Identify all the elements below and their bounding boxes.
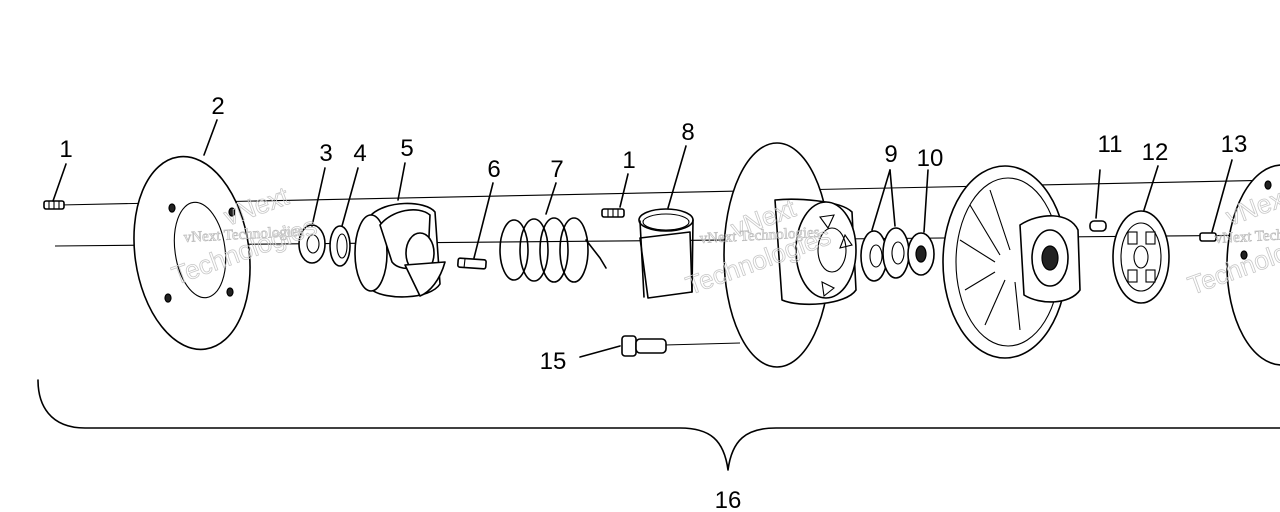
callout-label-11: 11: [1098, 131, 1123, 158]
callout-label-15: 15: [540, 348, 567, 375]
callout-label-1-center: 1: [622, 147, 635, 174]
outer-housing-icon: [1226, 164, 1280, 366]
callout-label-5: 5: [400, 135, 413, 162]
callout-label-13: 13: [1221, 131, 1248, 158]
watermark-line2-b: vNext Technologies: [699, 225, 820, 247]
ring-icon: [329, 225, 351, 267]
callout-label-3: 3: [319, 140, 332, 167]
callout-label-8: 8: [681, 119, 694, 146]
callout-label-10: 10: [917, 145, 944, 172]
cover-plate-icon: [133, 155, 251, 351]
callout-label-9: 9: [884, 141, 897, 168]
spring-icon: [499, 217, 607, 283]
right-sheave-icon: [942, 165, 1081, 359]
cam-helix-icon: [354, 202, 446, 298]
callout-label-16: 16: [715, 487, 742, 512]
pin-right-icon: [1089, 169, 1107, 232]
callout-label-1-left: 1: [59, 136, 72, 163]
spacer-washer-icon: [907, 169, 935, 276]
bushing-sleeve-icon: [638, 208, 694, 299]
pin-icon: [457, 257, 487, 270]
screw-center-icon: [601, 208, 625, 218]
main-sheave-icon: [723, 142, 857, 368]
callout-label-7: 7: [550, 156, 563, 183]
watermark-line2-a: vNext Technologies: [183, 224, 304, 246]
screw-left-icon: [43, 200, 65, 210]
callout-label-12: 12: [1142, 139, 1169, 166]
stud-bolt-icon: [579, 335, 667, 358]
retainer-plate-icon: [1112, 210, 1170, 304]
screw-right-icon: [1199, 159, 1233, 242]
washer-icon: [298, 224, 326, 264]
watermark-line2-c: vNext Technologies: [1214, 225, 1280, 247]
callout-labels: 1 2 3 4 5 6 7 1 8 9 10 11 12 13 15 16: [59, 93, 1247, 512]
callout-label-2: 2: [211, 93, 224, 120]
callout-label-4: 4: [353, 140, 366, 167]
leader-lines: [52, 119, 1159, 259]
assembly-brace: [37, 379, 1280, 471]
washers-pair-icon: [860, 169, 910, 282]
callout-label-6: 6: [487, 156, 500, 183]
